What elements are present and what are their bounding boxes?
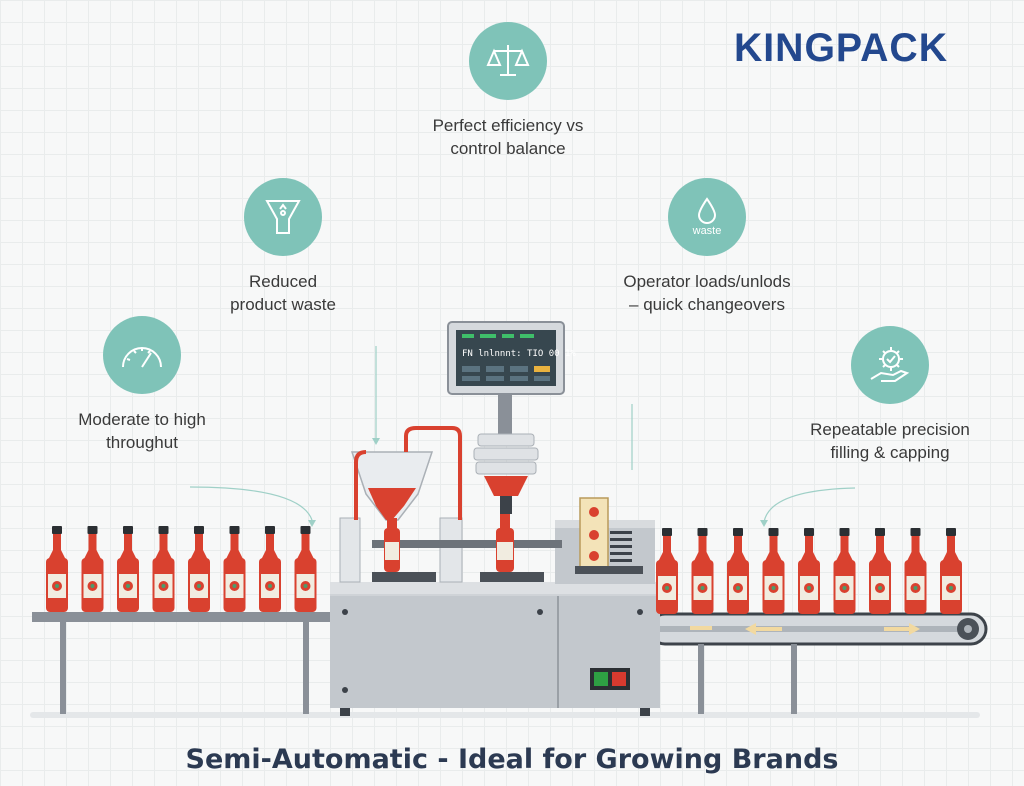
filling-station	[339, 392, 562, 583]
left-table	[32, 612, 332, 714]
feature-throughput: Moderate to high throughut	[22, 316, 262, 454]
sauce-bottle	[152, 526, 175, 612]
label-roll	[575, 497, 643, 574]
screen-readout: FN lnlnnnt: TIO 00 1%	[462, 349, 576, 359]
scale-icon	[469, 22, 547, 100]
sauce-bottle	[188, 526, 210, 612]
sauce-bottle	[117, 526, 139, 612]
bottles-right-group	[656, 528, 962, 614]
sauce-bottle	[762, 528, 785, 614]
sauce-bottle	[294, 526, 317, 612]
feature-label: Moderate to high throughut	[78, 410, 206, 452]
sauce-bottle	[940, 528, 962, 614]
icon-caption: waste	[692, 225, 722, 237]
feature-label: Reduced product waste	[230, 272, 336, 314]
sauce-bottle	[833, 528, 856, 614]
feature-label: Perfect efficiency vs control balance	[432, 116, 584, 158]
sauce-bottle	[691, 528, 714, 614]
speedometer-icon	[103, 316, 181, 394]
sauce-bottle	[869, 528, 891, 614]
sauce-bottle	[81, 526, 104, 612]
sauce-bottle	[46, 526, 68, 612]
conveyor-belt	[648, 612, 988, 714]
sauce-bottle	[798, 528, 820, 614]
control-panel: FN lnlnnnt: TIO 00 1%	[447, 321, 576, 395]
sauce-bottle	[223, 526, 246, 612]
sauce-bottle	[259, 526, 281, 612]
page-caption: Semi-Automatic - Ideal for Growing Brand…	[185, 744, 839, 775]
machine-base	[330, 520, 660, 716]
water-drop-icon: waste	[668, 178, 746, 256]
sauce-bottle	[904, 528, 927, 614]
gear-hand-icon	[851, 326, 929, 404]
sauce-bottle	[727, 528, 749, 614]
bottles-left-group	[46, 526, 317, 612]
feature-label: Operator loads/unlods – quick changeover…	[623, 272, 791, 314]
feature-balance: Perfect efficiency vs control balance	[388, 22, 628, 160]
feature-label: Repeatable precision filling & capping	[810, 420, 970, 462]
kingpack-logo: KINGPACK	[734, 26, 949, 70]
funnel-icon	[244, 178, 322, 256]
feature-precision: Repeatable precision filling & capping	[770, 326, 1010, 464]
feature-operator: waste Operator loads/unlods – quick chan…	[587, 178, 827, 316]
feature-waste: Reduced product waste	[163, 178, 403, 316]
sauce-bottle	[656, 528, 678, 614]
